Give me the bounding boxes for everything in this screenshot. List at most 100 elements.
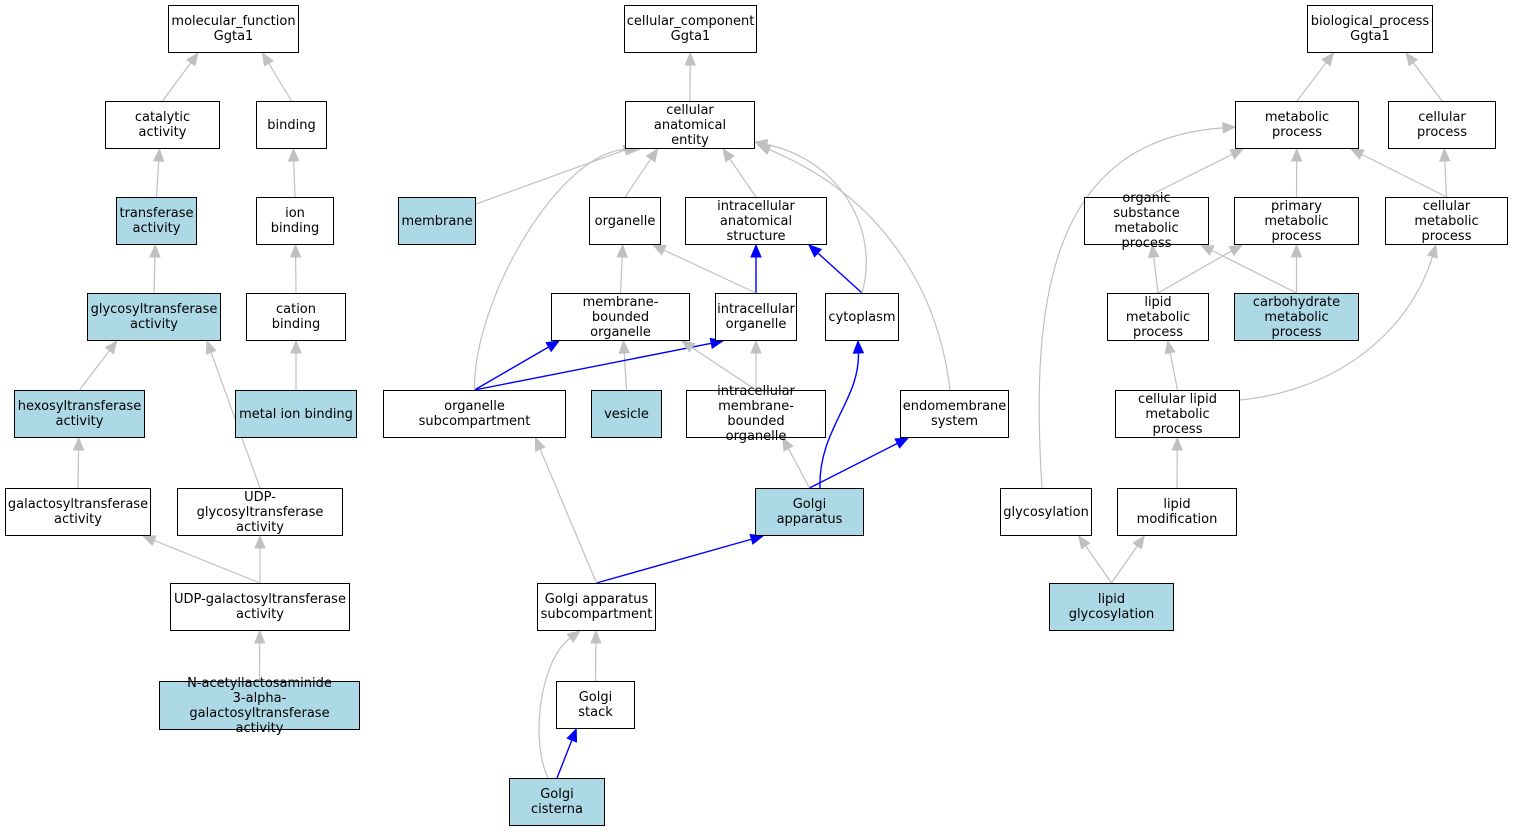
edge-cellular-lipid-metabolic-to-cellular-metabolic [1239,256,1434,401]
node-carbohydrate-metabolic[interactable]: carbohydrate metabolic process [1234,293,1359,341]
node-label: organic substance metabolic process [1113,191,1180,251]
node-intracellular-mb-organelle[interactable]: intracellular membrane-bounded organelle [686,384,826,444]
node-membrane-bounded-organelle[interactable]: membrane-bounded organelle [551,293,690,341]
node-label: N-acetyllactosaminide 3-alpha-galactosyl… [187,675,332,736]
edge-intracellular-mb-organelle-to-membrane-bounded-organelle [691,347,757,391]
edge-golgi-apparatus-to-cytoplasm [819,352,860,489]
edge-intracellular-anatomical-structure-to-cellular-anatomical-entity [729,158,757,198]
edge-golgi-apparatus-to-endomembrane-system [809,442,898,489]
edge-binding-to-mf-root [268,62,293,102]
node-label: intracellular anatomical structure [717,198,795,244]
node-golgi-stack[interactable]: Golgi stack [556,681,635,729]
node-label: intracellular membrane-bounded organelle [717,384,795,444]
node-lipid-metabolic[interactable]: lipid metabolic process [1107,293,1209,341]
node-golgi-cisterna[interactable]: Golgi cisterna [509,778,605,826]
edge-golgi-subcompartment-to-organelle-subcompartment [539,448,598,584]
node-label: organelle subcompartment [418,399,531,429]
arrowhead-icon [289,243,302,258]
arrowhead-icon [185,51,199,67]
node-galactosyltransferase-activity[interactable]: galactosyltransferase activity [5,488,151,536]
edge-organelle-to-cellular-anatomical-entity [624,158,652,198]
arrowhead-icon [1349,148,1365,160]
edge-lipid-metabolic-to-primary-metabolic [1157,250,1232,294]
arrowhead-icon [534,436,546,452]
node-label: cellular_component Ggta1 [626,14,755,44]
node-glycosyltransferase-activity[interactable]: glycosyltransferase activity [87,293,221,341]
node-cellular-lipid-metabolic[interactable]: cellular lipid metabolic process [1115,390,1240,438]
node-vesicle[interactable]: vesicle [591,390,662,438]
node-organelle-subcompartment[interactable]: organelle subcompartment [383,390,566,438]
node-cc-root[interactable]: cellular_component Ggta1 [624,5,757,53]
node-membrane[interactable]: membrane [398,197,476,245]
node-glycosylation[interactable]: glycosylation [1000,488,1092,536]
node-cation-binding[interactable]: cation binding [246,293,346,341]
node-ion-binding[interactable]: ion binding [256,197,334,245]
node-golgi-apparatus[interactable]: Golgi apparatus [755,488,864,536]
node-label: endomembrane system [902,399,1007,429]
arrowhead-icon [290,339,302,354]
node-cellular-process[interactable]: cellular process [1388,101,1496,149]
node-label: intracellular organelle [717,302,795,332]
node-label: lipid glycosylation [1068,592,1155,622]
node-n-acetyllactosaminide[interactable]: N-acetyllactosaminide 3-alpha-galactosyl… [159,676,360,736]
node-label: glycosylation [1003,504,1089,520]
node-cellular-anatomical-entity[interactable]: cellular anatomical entity [625,101,755,149]
node-endomembrane-system[interactable]: endomembrane system [900,390,1009,438]
node-label: Golgi apparatus [776,497,843,527]
arrowhead-icon [149,243,161,258]
node-transferase-activity[interactable]: transferase activity [116,197,197,245]
edge-cellular-process-to-bp-root [1412,62,1443,102]
arrowhead-icon [1290,147,1303,162]
node-mf-root[interactable]: molecular_function Ggta1 [168,5,299,53]
node-label: hexosyltransferase activity [17,399,142,429]
node-label: cellular lipid metabolic process [1137,391,1217,437]
node-label: primary metabolic process [1264,198,1329,244]
node-cellular-metabolic[interactable]: cellular metabolic process [1385,197,1508,245]
node-primary-metabolic[interactable]: primary metabolic process [1234,197,1359,245]
edge-endomembrane-system-to-cellular-anatomical-entity [768,149,951,391]
node-organic-substance-metabolic[interactable]: organic substance metabolic process [1084,191,1209,251]
node-label: glycosyltransferase activity [90,302,218,332]
arrowhead-icon [590,629,602,644]
node-intracellular-organelle[interactable]: intracellular organelle [715,293,797,341]
arrowhead-icon [1405,51,1419,67]
node-udp-galactosyltransferase-activity[interactable]: UDP-galactosyltransferase activity [170,583,350,631]
arrowhead-icon [722,147,735,163]
node-cytoplasm[interactable]: cytoplasm [825,293,899,341]
edge-membrane-to-cellular-anatomical-entity [475,149,625,205]
node-bp-root[interactable]: biological_process Ggta1 [1307,5,1433,53]
node-organelle[interactable]: organelle [589,197,661,245]
edge-lipid-metabolic-to-organic-substance-metabolic [1153,256,1159,294]
node-metal-ion-binding[interactable]: metal ion binding [235,390,357,438]
edge-udp-galactosyltransferase-activity-to-galactosyltransferase-activity [153,539,261,584]
arrowhead-icon [1321,51,1335,67]
node-lipid-glycosylation[interactable]: lipid glycosylation [1049,583,1174,631]
arrowhead-icon [808,244,823,258]
arrowhead-icon [782,436,794,452]
node-lipid-modification[interactable]: lipid modification [1117,488,1237,536]
node-label: cation binding [271,302,321,332]
edge-organic-substance-metabolic-to-metabolic-process [1146,153,1233,198]
arrowhead-icon [253,629,266,644]
arrowhead-icon [1078,534,1091,550]
node-catalytic-activity[interactable]: catalytic activity [105,101,220,149]
arrowhead-icon [616,243,628,258]
node-label: binding [267,117,316,133]
node-udp-glycosyltransferase-activity[interactable]: UDP-glycosyltransferase activity [177,488,343,536]
edge-organelle-subcompartment-to-intracellular-organelle [474,342,712,391]
node-label: molecular_function Ggta1 [171,14,296,44]
node-label: catalytic activity [134,110,191,140]
node-binding[interactable]: binding [256,101,327,149]
arrowhead-icon [618,339,631,354]
node-metabolic-process[interactable]: metabolic process [1235,101,1359,149]
node-label: biological_process Ggta1 [1310,14,1430,44]
node-label: UDP-galactosyltransferase activity [174,592,346,622]
node-hexosyltransferase-activity[interactable]: hexosyltransferase activity [14,390,145,438]
arrowhead-icon [566,727,578,743]
node-label: lipid metabolic process [1125,294,1191,340]
node-intracellular-anatomical-structure[interactable]: intracellular anatomical structure [685,197,827,245]
node-golgi-subcompartment[interactable]: Golgi apparatus subcompartment [537,583,656,631]
arrowhead-icon [72,436,85,451]
node-label: cytoplasm [828,309,896,325]
